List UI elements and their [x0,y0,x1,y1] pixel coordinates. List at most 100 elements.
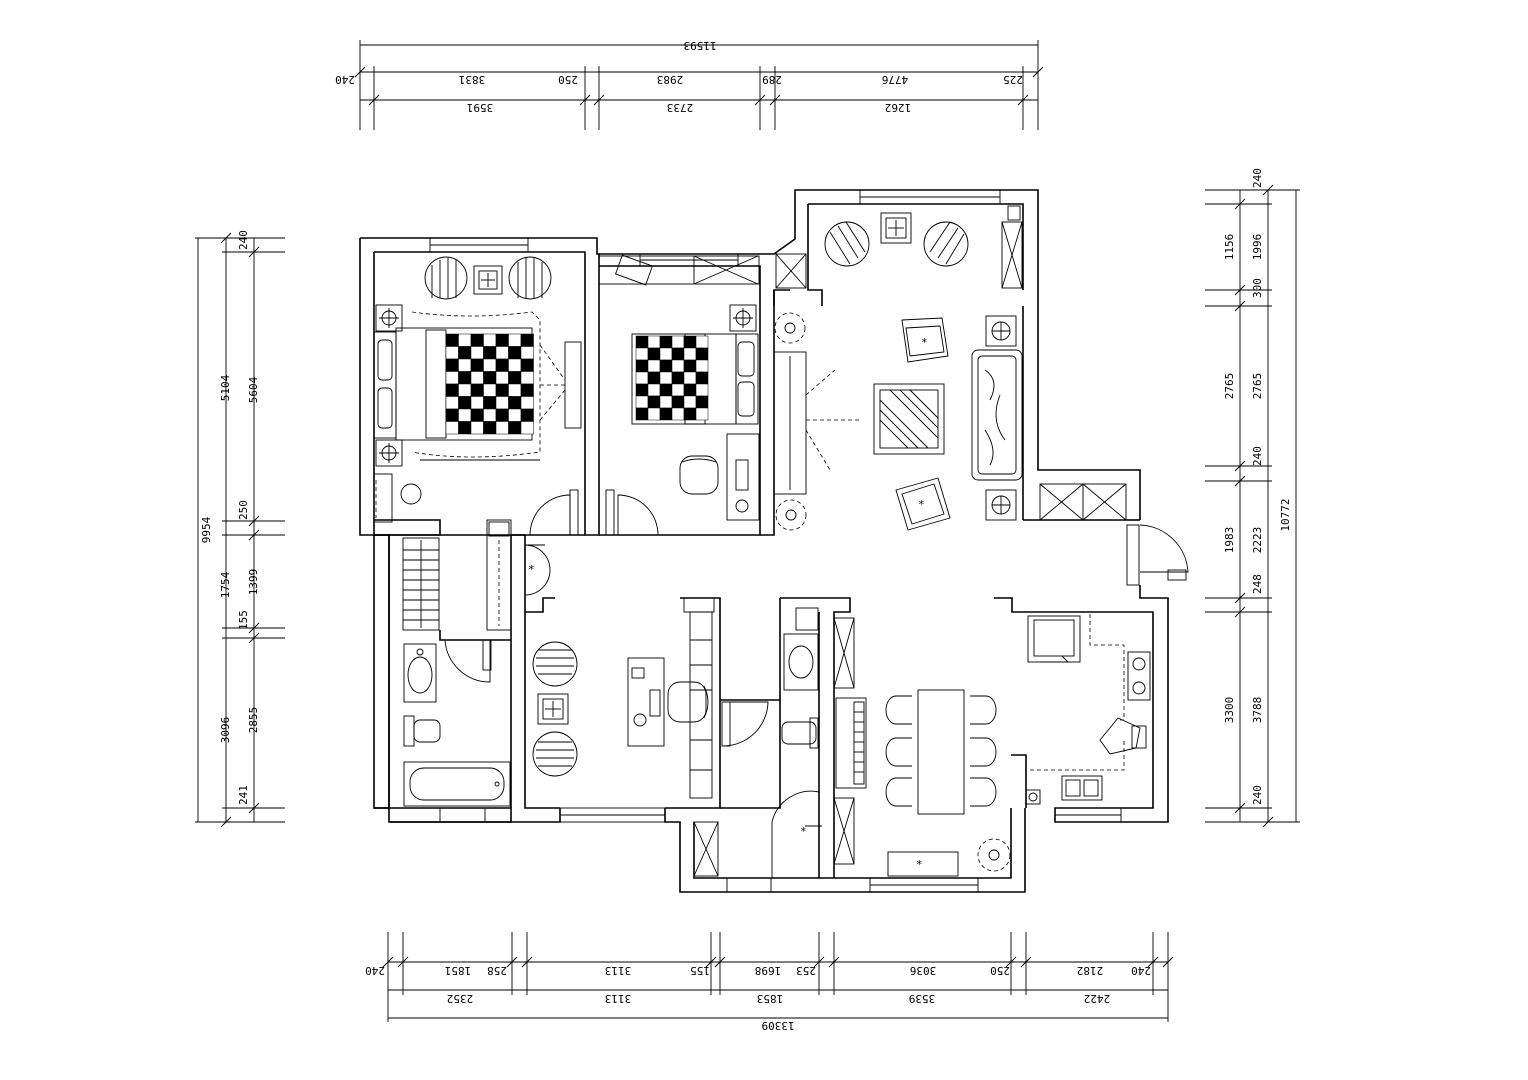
dim-right-10: 1996 [1251,234,1264,261]
side-table-icon [473,265,503,295]
dim-right-4: 2765 [1223,373,1236,400]
dim-bottom-13: 3113 [605,992,632,1005]
armchair-icon: * [901,317,949,363]
dim-right-6: 1983 [1223,527,1236,554]
tv-cabinet-icon [539,341,582,429]
dim-right-8: 3300 [1223,697,1236,724]
dining-chair-icon [885,695,912,725]
bookshelf-icon [683,597,715,799]
armchair-icon [532,731,578,777]
dim-top-9: 2733 [667,101,694,114]
bottom-dimension-lines [382,932,1174,1022]
washbasin-icon [403,643,437,703]
potted-plant-icon [977,838,1011,872]
gas-stove-icon [1127,651,1151,701]
dim-bottom-12: 2352 [447,992,474,1005]
dim-bottom-3: 258 [487,964,507,977]
dim-bottom-2: 1851 [445,964,472,977]
dim-top-3: 250 [558,73,578,86]
potted-plant-icon [775,499,807,531]
entrance-door-icon [1126,524,1189,586]
washbasin-icon [783,607,819,691]
side-table-icon [537,693,569,725]
toilet-icon [781,717,819,749]
piano-icon [835,697,867,789]
dining-chair-icon [970,737,997,767]
nightstand-icon [375,439,403,467]
dim-left-2: 5104 [219,374,232,401]
dim-bottom-16: 2422 [1084,992,1111,1005]
refrigerator-icon [1027,615,1081,663]
door-swing-icon [605,489,659,536]
stool-icon [400,483,422,505]
potted-plant-icon [774,312,806,344]
dim-right-5: 240 [1251,446,1264,466]
dim-bottom-7: 253 [796,964,816,977]
utility-cabinet-icon [693,821,719,877]
dim-left-8: 5604 [247,376,260,403]
nightstand-icon [729,304,757,332]
svg-text:*: * [918,498,925,511]
dim-top-10: 1262 [885,101,912,114]
dim-left-9: 1399 [247,569,260,596]
range-hood-icon [1099,717,1147,755]
dim-right-14: 10772 [1279,498,1292,531]
shower-icon: * [771,790,822,878]
dim-bottom-11: 240 [1131,964,1151,977]
dim-right-3: 300 [1251,278,1264,298]
armchair-icon: * [895,477,951,531]
svg-text:*: * [916,858,923,871]
dim-top-2: 3831 [459,73,486,86]
right-dimension-lines [1205,184,1300,828]
desk-icon [726,433,760,521]
dim-bottom-5: 155 [690,964,710,977]
dim-bottom-9: 250 [990,964,1010,977]
bathtub-icon [403,761,511,807]
dim-right-7: 248 [1251,574,1264,594]
tv-wall-cabinet-icon [773,253,860,495]
dim-top-1: 240 [335,73,355,86]
dim-top-4: 2983 [657,73,684,86]
dining-chair-icon [885,777,912,807]
kitchen-counter-icon [1030,614,1125,771]
dim-bottom-14: 1853 [757,992,784,1005]
kitchen-sink-icon [1061,775,1103,801]
bathroom-two: * [693,607,822,878]
sofa-icon [971,349,1023,481]
dim-bottom-17: 13309 [761,1019,794,1032]
armchair-icon [824,221,870,267]
wardrobe-icon [598,254,760,286]
dim-bottom-6: 1698 [755,964,782,977]
double-bed-icon [373,311,541,461]
armchair-icon [532,641,578,687]
svg-text:*: * [800,825,807,838]
dim-left-overall: 9954 [200,516,213,543]
dim-top-8: 3591 [467,101,494,114]
storage-shelf-icon [402,537,440,631]
top-dimension-lines [354,40,1044,130]
door-swing-icon [529,489,579,536]
bed-checkered-blanket-icon [635,335,709,421]
desk-chair-icon [679,455,719,495]
side-table-icon [985,489,1017,521]
left-dimension-labels: 9954 240 5104 250 1754 155 3096 241 5604… [200,230,260,805]
dining-chair-icon [970,777,997,807]
dim-top-7: 225 [1003,73,1023,86]
side-table-icon [880,212,912,244]
dim-left-5: 155 [237,610,250,630]
dim-left-10: 2855 [247,707,260,734]
dim-right-13: 3788 [1251,697,1264,724]
dim-left-7: 241 [237,785,250,805]
second-bedroom [598,254,760,536]
shelf-unit-icon [486,519,512,631]
svg-text:*: * [921,336,928,349]
dim-right-11: 2765 [1251,373,1264,400]
coffee-table-icon [873,383,945,455]
dim-left-1: 240 [237,230,250,250]
side-table-icon [985,315,1017,347]
desk-icon [627,657,665,747]
desk-chair-icon [667,681,709,723]
master-bedroom [373,256,582,536]
dining-room: * [833,617,1011,877]
